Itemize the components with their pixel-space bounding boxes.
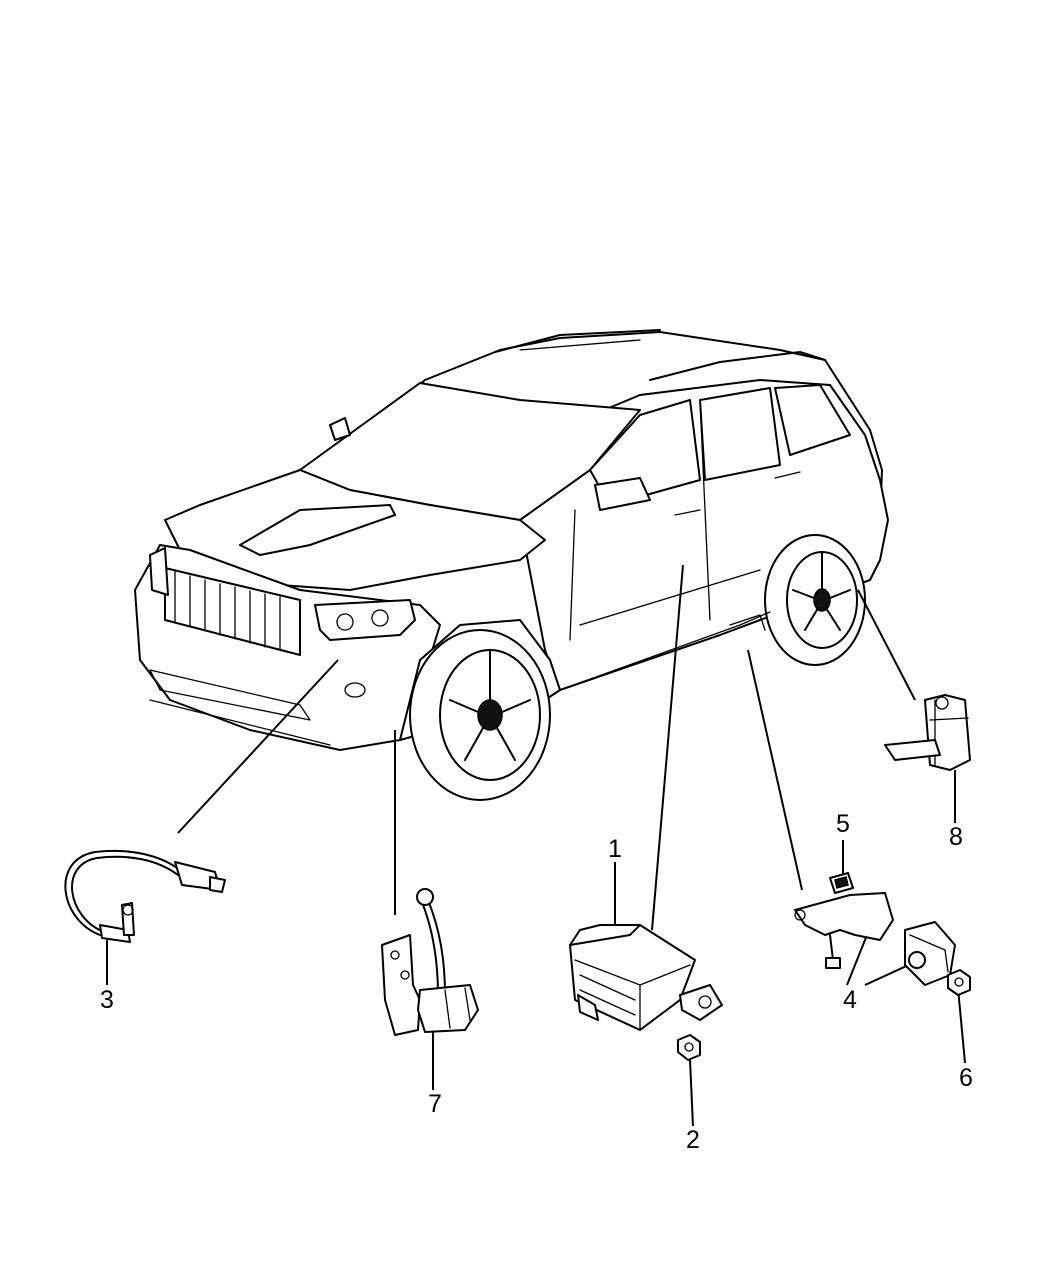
part-2-nut	[677, 1034, 701, 1061]
callout-1: 1	[608, 835, 622, 863]
callout-4: 4	[843, 986, 857, 1014]
vehicle-illustration	[134, 329, 889, 801]
part-6-nut	[947, 969, 971, 996]
callout-3: 3	[100, 986, 114, 1014]
front-wheel	[409, 629, 551, 801]
part-4-bracket-and-sensor	[794, 892, 956, 986]
rear-wheel	[764, 534, 866, 666]
rear-door-window	[699, 387, 781, 481]
callout-6: 6	[959, 1064, 973, 1092]
headlamp-right	[314, 599, 416, 641]
callout-2: 2	[686, 1126, 700, 1154]
part-7-height-sensor	[381, 888, 479, 1036]
quarter-window	[774, 384, 851, 456]
callout-7: 7	[428, 1090, 442, 1118]
part-5-clip	[829, 872, 854, 894]
grille	[164, 567, 301, 656]
part-8-rear-height-sensor	[884, 694, 971, 771]
part-3-wheel-speed-sensor	[64, 849, 226, 943]
callout-8: 8	[949, 823, 963, 851]
headlamp-left	[149, 547, 169, 596]
callout-5: 5	[836, 810, 850, 838]
leader-lines	[106, 564, 966, 1127]
part-1-control-module	[569, 924, 723, 1031]
callout-labels: 1 2 3 4 5 6 7 8	[100, 810, 973, 1154]
hood-bulge	[239, 504, 396, 556]
side-mirror	[594, 477, 651, 511]
